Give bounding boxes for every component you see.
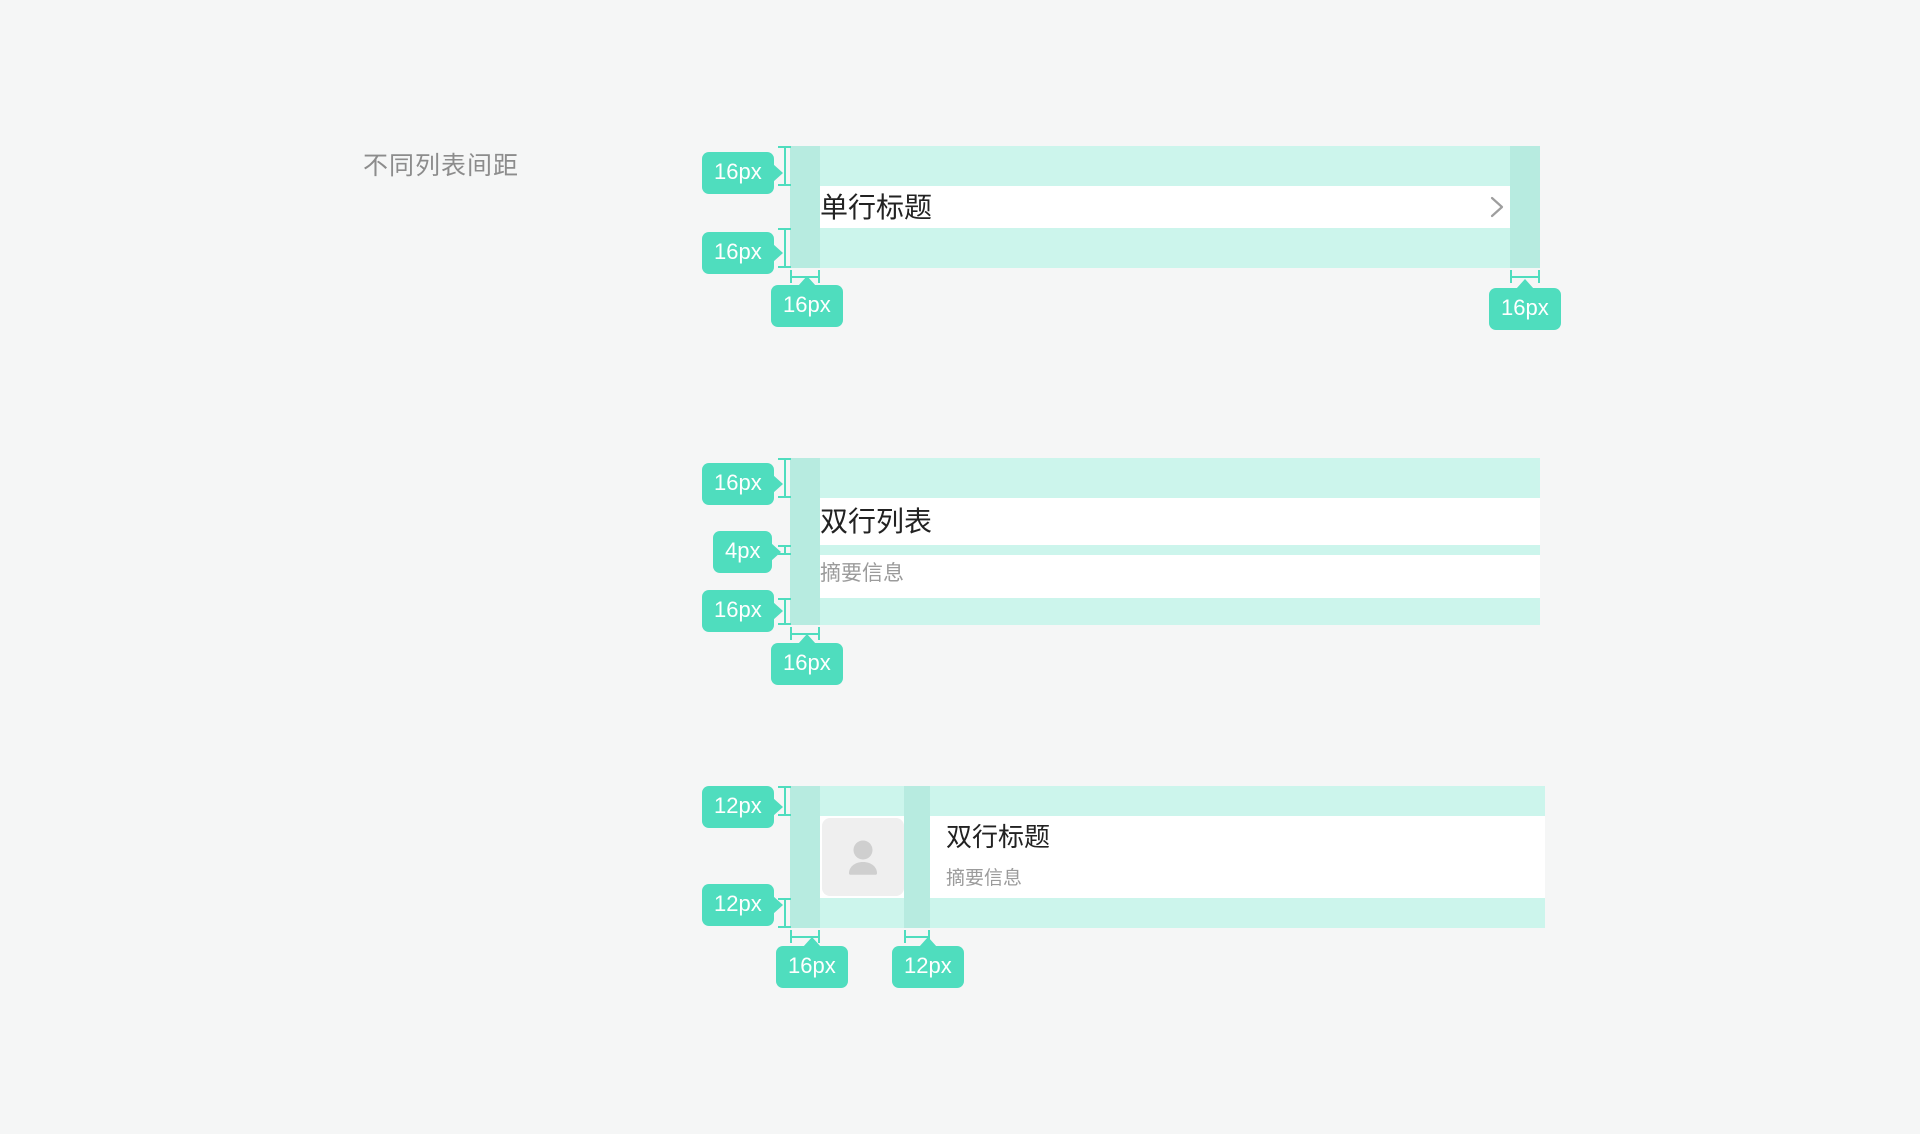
measure-mark-title-subtitle-gap	[778, 545, 791, 555]
badge-padding-bottom: 16px	[702, 232, 783, 274]
measure-mark-padding-bottom	[778, 228, 791, 268]
list-item-subtitle: 摘要信息	[946, 868, 1023, 889]
measure-mark-padding-top	[778, 458, 791, 498]
measure-mark-padding-bottom	[778, 898, 791, 928]
padding-top-band	[790, 146, 1540, 186]
chevron-right-icon[interactable]	[1484, 194, 1510, 220]
padding-left-column	[790, 458, 820, 625]
measure-mark-padding-top	[778, 786, 791, 816]
measure-mark-padding-bottom	[778, 598, 791, 625]
padding-left-column	[790, 786, 820, 928]
measure-mark-padding-top	[778, 146, 791, 186]
padding-left-column	[790, 146, 820, 268]
badge-title-subtitle-gap: 4px	[713, 531, 783, 573]
badge-padding-top: 16px	[702, 152, 783, 194]
page-title: 不同列表间距	[363, 152, 520, 180]
padding-top-band	[790, 458, 1540, 498]
badge-padding-top: 12px	[702, 786, 783, 828]
badge-padding-top: 16px	[702, 463, 783, 505]
avatar-text-gap-column	[904, 786, 930, 928]
badge-padding-bottom: 16px	[702, 590, 783, 632]
list-item-title: 双行标题	[946, 822, 1051, 852]
person-avatar-icon	[822, 818, 904, 896]
badge-padding-right: 16px	[1489, 279, 1561, 330]
badge-padding-left: 16px	[771, 276, 843, 327]
measure-mark-avatar-text-gap	[904, 930, 930, 943]
list-item-title: 单行标题	[820, 192, 933, 223]
list-content-row[interactable]	[790, 186, 1540, 228]
title-subtitle-gap-band	[790, 545, 1540, 555]
badge-avatar-text-gap: 12px	[892, 937, 964, 988]
badge-padding-left: 16px	[771, 634, 843, 685]
list-title-row[interactable]	[790, 498, 1540, 545]
padding-right-column	[1510, 146, 1540, 268]
padding-bottom-band	[790, 598, 1540, 625]
measure-mark-padding-right	[1510, 270, 1540, 283]
list-item-subtitle: 摘要信息	[820, 562, 904, 585]
list-item-title: 双行列表	[820, 506, 933, 537]
badge-padding-bottom: 12px	[702, 884, 783, 926]
badge-padding-left: 16px	[776, 937, 848, 988]
list-subtitle-row[interactable]	[790, 555, 1540, 598]
padding-bottom-band	[790, 228, 1540, 268]
